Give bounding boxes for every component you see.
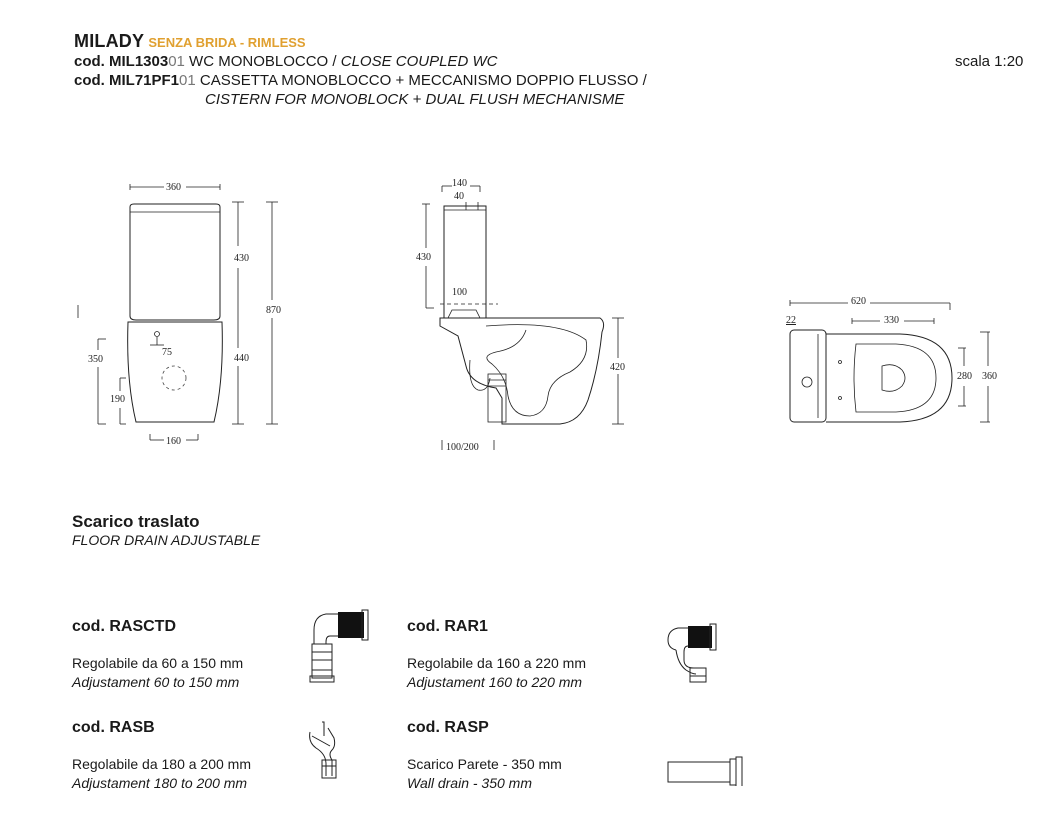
product-range-en: Wall drain - 350 mm	[407, 775, 533, 791]
product-rasb: cod. RASB Regolabile da 180 a 200 mm Adj…	[72, 719, 251, 793]
product-rasctd: cod. RASCTD Regolabile da 60 a 150 mm Ad…	[72, 618, 243, 692]
drain-title: Scarico traslato	[72, 512, 200, 531]
header: MILADY SENZA BRIDA - RIMLESS cod. MIL130…	[74, 32, 647, 109]
top-bowl-opening	[881, 364, 906, 392]
dim-side-40: 40	[454, 191, 464, 202]
code-1-suffix: 01	[168, 53, 185, 70]
dim-top-width-280: 280	[957, 371, 972, 382]
code-1-italic: CLOSE COUPLED WC	[340, 53, 498, 70]
dim-front-350: 350	[88, 354, 103, 365]
code-2-suffix: 01	[179, 72, 196, 89]
code-2-prefix: cod. MIL71PF1	[74, 72, 180, 89]
front-water-inlet-icon	[154, 331, 160, 337]
dim-side-140: 140	[452, 178, 467, 189]
side-flush-button	[447, 309, 481, 319]
code-1-prefix: cod. MIL1303	[74, 53, 169, 70]
code-line-3: CISTERN FOR MONOBLOCK + DUAL FLUSH MECHA…	[74, 90, 647, 109]
product-range-it: Scarico Parete - 350 mm	[407, 756, 562, 772]
dim-top-length: 620	[851, 296, 866, 307]
top-seat-outline	[853, 343, 937, 413]
code-line-2: cod. MIL71PF101 CASSETTA MONOBLOCCO + ME…	[74, 71, 647, 90]
dim-front-base: 160	[166, 436, 181, 447]
side-bowl-inner-trap	[485, 324, 588, 417]
drain-subtitle: FLOOR DRAIN ADJUSTABLE	[72, 532, 261, 548]
product-rasp: cod. RASP Scarico Parete - 350 mm Wall d…	[407, 719, 562, 793]
product-range-en: Adjustament 160 to 220 mm	[407, 674, 583, 690]
dim-front-bowl-height: 440	[234, 353, 249, 364]
product-title-line: MILADY SENZA BRIDA - RIMLESS	[74, 32, 647, 52]
top-view: 620 330 22 280 360	[786, 296, 997, 423]
wall-drain-pipe-icon	[667, 756, 743, 786]
side-tank-outline	[443, 205, 487, 319]
dim-top-seat: 330	[884, 315, 899, 326]
side-bowl-outline	[439, 317, 605, 425]
dim-front-total-height: 870	[266, 305, 281, 316]
model-subtitle: SENZA BRIDA - RIMLESS	[148, 35, 306, 50]
dim-side-drain-offset: 100/200	[446, 442, 479, 453]
model-name: MILADY	[74, 31, 145, 51]
dim-top-22: 22	[786, 315, 796, 326]
dim-front-tank-height: 430	[234, 253, 249, 264]
top-flush-button	[801, 376, 813, 388]
dim-front-width: 360	[166, 182, 181, 193]
drain-section-title: Scarico traslato FLOOR DRAIN ADJUSTABLE	[72, 512, 260, 548]
front-view: 360 430 440 870 350 190 75	[77, 182, 281, 447]
dim-side-flush: 100	[452, 287, 467, 298]
product-range-en: Adjustament 180 to 200 mm	[72, 775, 248, 791]
offset-connector-icon	[667, 623, 717, 683]
top-tank-outline	[789, 329, 827, 423]
front-drain-hidden-circle	[161, 365, 187, 391]
dim-side-tank: 430	[416, 252, 431, 263]
dim-top-width-360: 360	[982, 371, 997, 382]
product-code: cod. RAR1	[407, 618, 488, 635]
product-range-it: Regolabile da 160 a 220 mm	[407, 655, 587, 671]
s-trap-connector-icon	[309, 721, 337, 779]
side-view: 140 40 430 100 420 100/200	[416, 178, 625, 453]
product-code: cod. RASCTD	[72, 618, 176, 635]
product-range-it: Regolabile da 60 a 150 mm	[72, 655, 244, 671]
code-1-text: WC MONOBLOCCO /	[184, 53, 341, 70]
side-drain-pipe	[487, 373, 507, 423]
dim-side-bowl-height: 420	[610, 362, 625, 373]
product-range-it: Regolabile da 180 a 200 mm	[72, 756, 252, 772]
dim-front-75: 75	[162, 347, 172, 358]
trap-bend-connector-icon	[309, 609, 369, 683]
product-code: cod. RASB	[72, 719, 155, 736]
product-rar1: cod. RAR1 Regolabile da 160 a 220 mm Adj…	[407, 618, 586, 692]
top-bowl-outline	[826, 333, 953, 423]
front-tank-outline	[129, 203, 221, 321]
technical-drawings: 360 430 440 870 350 190 75	[77, 178, 997, 453]
code-3-italic: CISTERN FOR MONOBLOCK + DUAL FLUSH MECHA…	[205, 91, 625, 108]
dim-front-190: 190	[110, 394, 125, 405]
code-line-1: cod. MIL130301 WC MONOBLOCCO / CLOSE COU…	[74, 52, 647, 71]
front-bowl-outline	[127, 321, 223, 423]
code-2-text: CASSETTA MONOBLOCCO + MECCANISMO DOPPIO …	[195, 72, 647, 89]
scale-label: scala 1:20	[955, 53, 1024, 70]
product-range-en: Adjustament 60 to 150 mm	[72, 674, 240, 690]
product-code: cod. RASP	[407, 719, 489, 736]
